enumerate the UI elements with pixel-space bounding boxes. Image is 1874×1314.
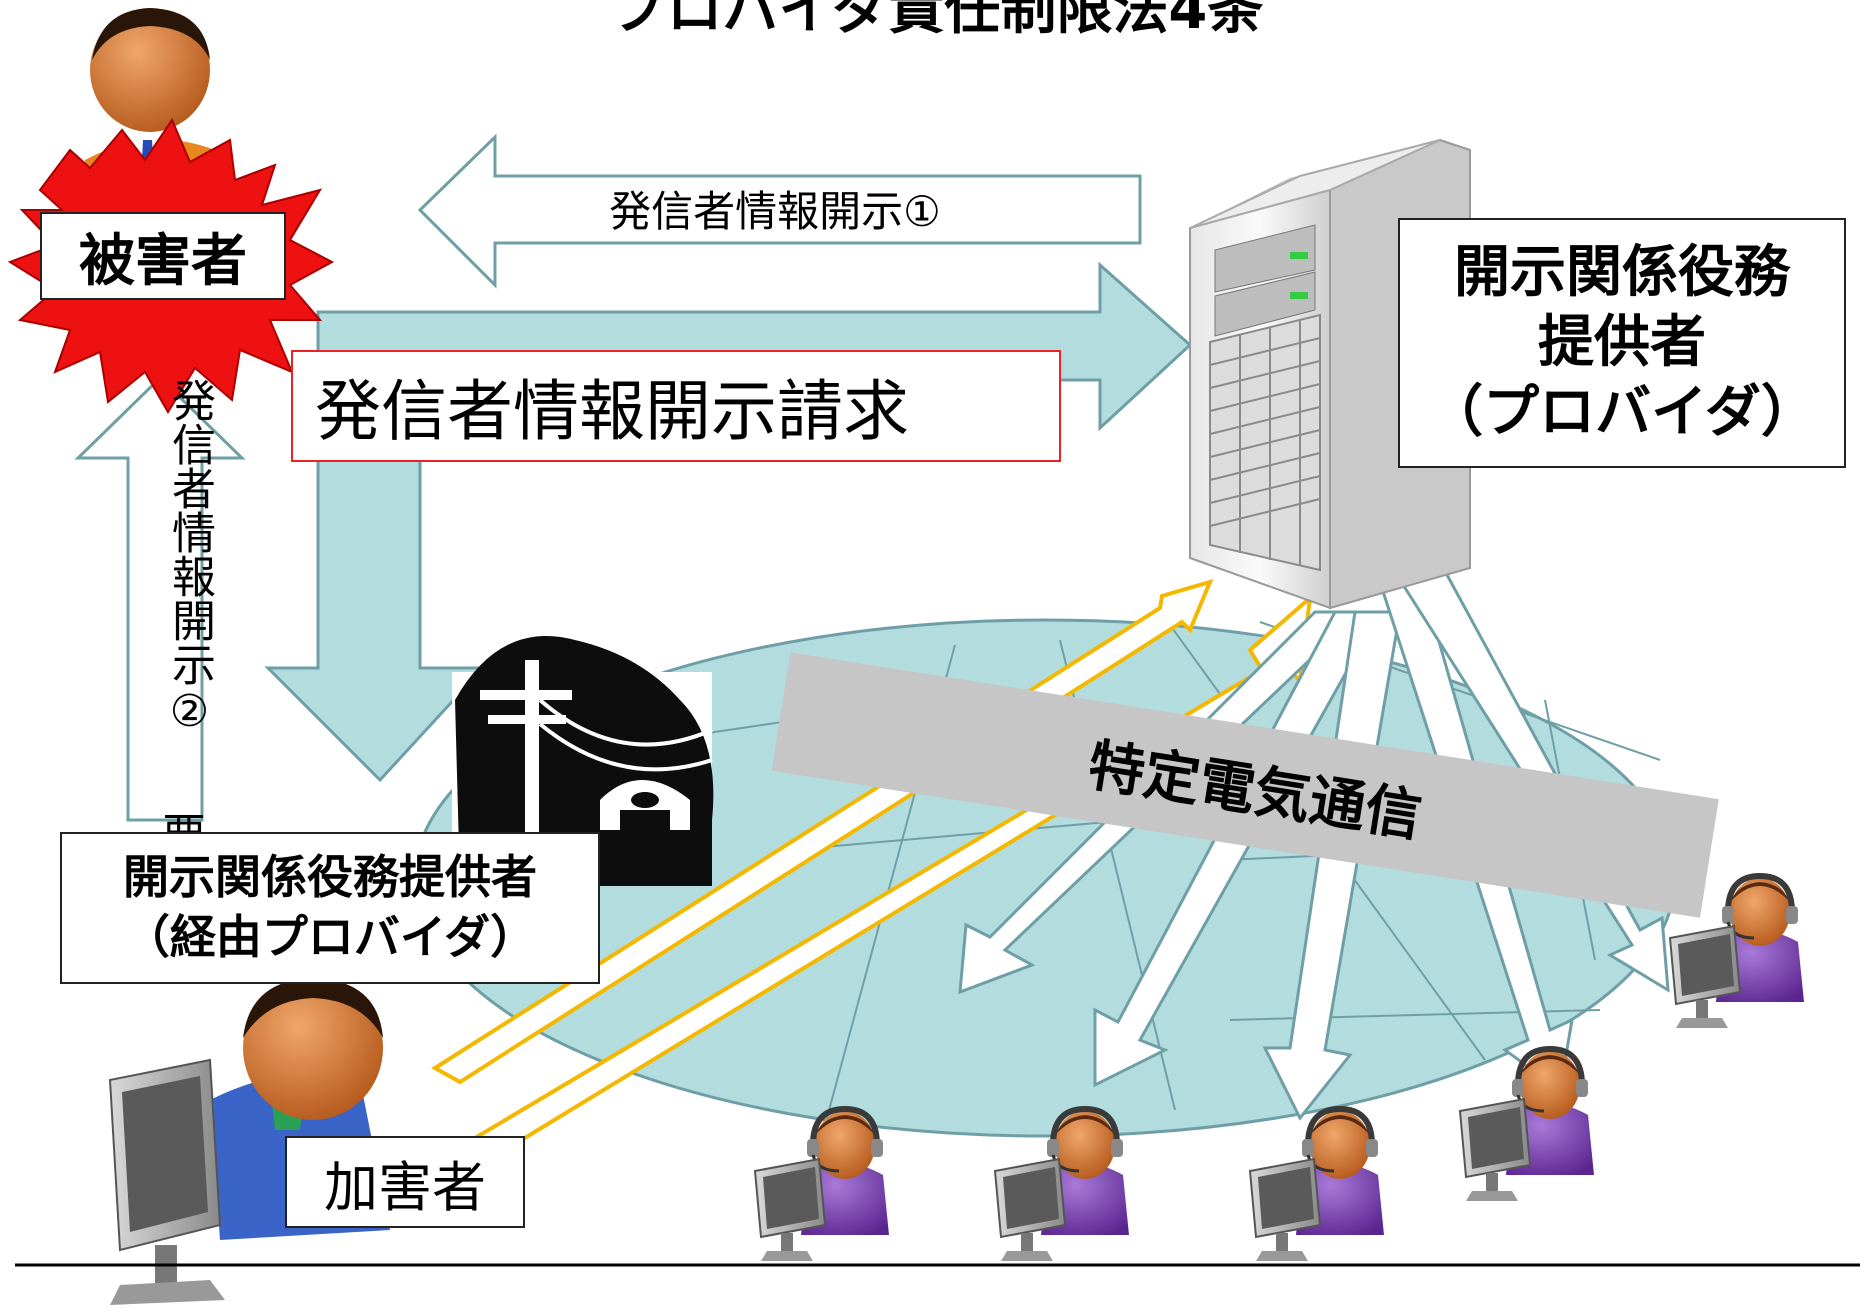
provider-label-line2: 提供者 [1538, 310, 1706, 375]
transit-provider-line2: （経由プロバイダ） [123, 910, 537, 964]
receiver-user-3 [1250, 1109, 1384, 1261]
provider-label: 開示関係役務 提供者 （プロバイダ） [1398, 218, 1846, 468]
provider-label-line1: 開示関係役務 [1454, 240, 1790, 305]
victim-label: 被害者 [40, 212, 286, 300]
disclosure-1-arrow [417, 133, 1142, 289]
receiver-user-1 [755, 1109, 889, 1261]
disclosure-2-label: 発信者情報開示② [164, 378, 215, 737]
transit-provider-line1: 開示関係役務提供者 [123, 850, 537, 905]
specific-telecom-banner [771, 652, 1719, 918]
receiver-user-4 [1460, 1049, 1594, 1201]
perpetrator-label: 加害者 [285, 1136, 525, 1228]
provider-label-line3: （プロバイダ） [1427, 380, 1817, 445]
page-title: プロバイダ責任制限法4条 [611, 0, 1264, 42]
telephone-pole-icon [452, 636, 714, 886]
disclosure-1-label: 発信者情報開示① [609, 187, 941, 236]
disclosure-2-overflow: 要 [162, 810, 206, 836]
disclosure-2-arrow [74, 375, 246, 822]
request-label: 発信者情報開示請求 [291, 350, 1061, 462]
transit-provider-label: 開示関係役務提供者 （経由プロバイダ） [60, 832, 600, 984]
